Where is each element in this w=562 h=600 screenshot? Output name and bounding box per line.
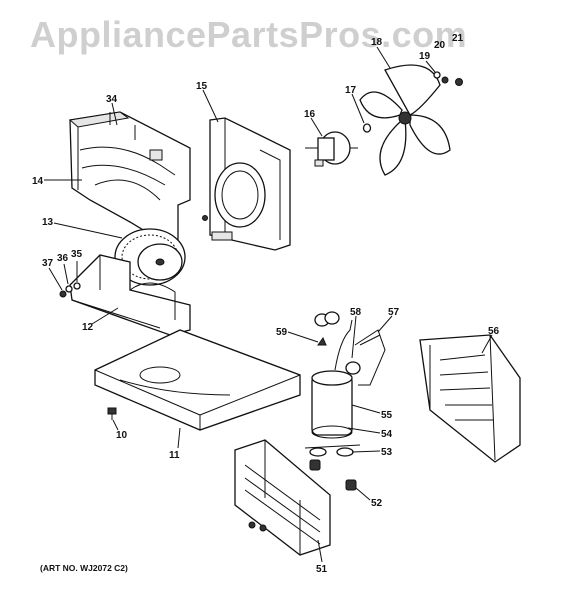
part-base-pan[interactable] <box>94 329 301 431</box>
callout-34: 34 <box>106 94 118 105</box>
callout-51: 51 <box>316 564 328 575</box>
callout-16: 16 <box>304 109 316 120</box>
part-fan-blade[interactable] <box>359 64 451 176</box>
part-fan-shroud[interactable] <box>202 117 291 251</box>
part-fan-motor[interactable] <box>305 131 358 167</box>
callout-53: 53 <box>381 447 393 458</box>
callout-18: 18 <box>371 37 383 48</box>
callout-37: 37 <box>42 258 54 269</box>
part-scroll-housing[interactable] <box>68 111 191 246</box>
part-tubing-57[interactable] <box>354 329 386 386</box>
part-evaporator[interactable] <box>419 334 521 463</box>
callout-20: 20 <box>434 40 446 51</box>
part-hardware-37-36-35[interactable] <box>59 282 81 298</box>
part-hardware-19-20-21[interactable] <box>433 71 463 86</box>
callout-12: 12 <box>82 322 94 333</box>
callout-13: 13 <box>42 217 54 228</box>
callout-35: 35 <box>71 249 83 260</box>
callout-54: 54 <box>381 429 393 440</box>
callout-15: 15 <box>196 81 208 92</box>
watermark-logo: AppliancePartsPros.com <box>30 14 468 55</box>
part-lower-scroll[interactable] <box>69 254 191 336</box>
callout-17: 17 <box>345 85 357 96</box>
callout-14: 14 <box>32 176 44 187</box>
callout-57: 57 <box>388 307 400 318</box>
part-condenser[interactable] <box>234 439 331 556</box>
leader-lines <box>44 46 493 563</box>
part-grommets-59[interactable] <box>314 311 340 346</box>
part-grommets-52[interactable] <box>309 459 357 491</box>
callout-11: 11 <box>169 450 180 461</box>
callout-56: 56 <box>488 326 500 337</box>
part-clip-17[interactable] <box>362 123 372 133</box>
callout-19: 19 <box>419 51 431 62</box>
part-compressor[interactable] <box>311 319 361 439</box>
callout-21: 21 <box>452 33 464 44</box>
art-number-caption: (ART NO. WJ2072 C2) <box>40 563 128 573</box>
callout-labels: 34 15 16 17 18 19 20 21 14 13 37 36 35 1… <box>32 33 500 575</box>
part-blower-wheel[interactable] <box>114 228 186 286</box>
part-bracket-10[interactable] <box>107 407 117 420</box>
callout-58: 58 <box>350 307 362 318</box>
callout-59: 59 <box>276 327 288 338</box>
callout-36: 36 <box>57 253 69 264</box>
callout-52: 52 <box>371 498 383 509</box>
callout-55: 55 <box>381 410 393 421</box>
callout-10: 10 <box>116 430 128 441</box>
part-compressor-mounts[interactable] <box>304 444 361 457</box>
